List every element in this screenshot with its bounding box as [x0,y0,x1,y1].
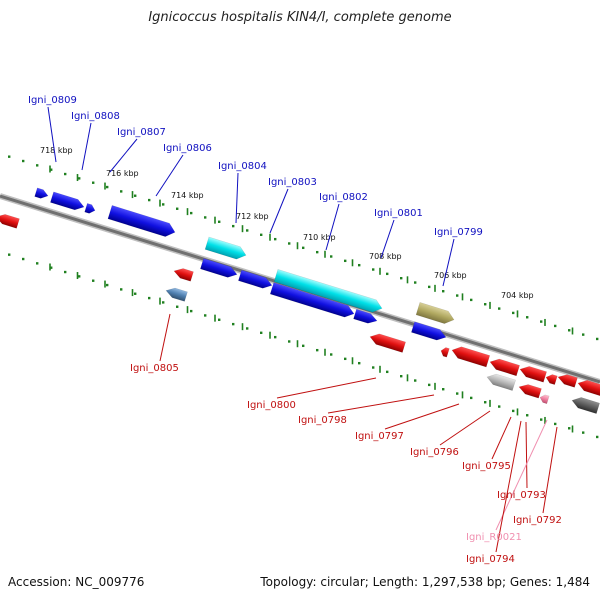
gene-label-forward[interactable]: Igni_0801 [374,208,423,219]
gene-arrow-reverse[interactable] [545,373,558,385]
gene-arrow-forward[interactable] [411,321,447,343]
label-leader [442,238,455,287]
gene-arrow-reverse[interactable] [570,395,600,414]
label-leader [380,219,395,259]
scale-label: 716 kbp [106,169,139,178]
gene-arrow-forward[interactable] [50,191,85,212]
label-leader [155,154,184,197]
label-leader [542,426,558,514]
gene-label-reverse[interactable]: Igni_0795 [462,461,511,472]
scale-label: 706 kbp [434,271,467,280]
gene-arrow-forward[interactable] [269,282,356,320]
gene-arrow-reverse[interactable] [0,212,20,229]
gene-label-forward[interactable]: Igni_0806 [163,143,212,154]
map-title: Ignicoccus hospitalis KIN4/I, complete g… [148,10,452,25]
gene-label-reverse[interactable]: Igni_0796 [410,447,459,458]
gene-label-forward[interactable]: Igni_0808 [71,111,120,122]
label-leader [439,410,491,446]
scale-label: 708 kbp [369,252,402,261]
label-leader [325,203,340,251]
label-leaders [47,106,558,553]
label-leader [495,420,522,553]
gene-arrow-reverse[interactable] [440,346,450,358]
gene-arrow-forward[interactable] [238,269,273,290]
gene-label-reverse[interactable]: Igni_0797 [355,431,404,442]
label-leader [235,172,239,224]
label-leader [491,416,512,460]
accession-text: Accession: NC_009776 [8,575,145,589]
gene-arrow-forward[interactable] [84,203,97,214]
label-leader [495,419,548,531]
gene-arrow-reverse[interactable] [165,286,188,302]
gene-arrow-reverse[interactable] [518,382,542,399]
gene-features [0,187,600,414]
gene-label-reverse[interactable]: Igni_0793 [497,490,546,501]
gene-label-forward[interactable]: Igni_0799 [434,227,483,238]
gene-label-reverse[interactable]: Igni_0805 [130,363,179,374]
gene-arrow-highlight[interactable] [204,236,248,262]
gene-arrow-reverse[interactable] [368,331,406,353]
label-leader [159,313,171,362]
gene-label-forward[interactable]: Igni_0804 [218,161,267,172]
tick-marks: 718 kbp 716 kbp 714 kbp 712 kbp 710 kbp 708 k… [8,146,599,439]
gene-labels: Igni_0809Igni_0808Igni_0807Igni_0806Igni… [28,95,562,565]
scale-label: 710 kbp [303,233,336,242]
label-leader [276,377,377,399]
gene-label-reverse[interactable]: Igni_0798 [298,415,347,426]
scale-label: 718 kbp [40,146,73,155]
gene-arrow-reverse[interactable] [173,266,194,282]
gene-label-forward[interactable]: Igni_0809 [28,95,77,106]
scale-label: 712 kbp [236,212,269,221]
gene-label-reverse[interactable]: Igni_R0021 [466,532,522,543]
gene-arrow-reverse[interactable] [557,372,578,388]
label-leader [47,106,57,163]
topology-summary: Topology: circular; Length: 1,297,538 bp… [260,575,590,589]
gene-label-reverse[interactable]: Igni_0794 [466,554,515,565]
gene-label-reverse[interactable]: Igni_0792 [513,515,562,526]
gene-arrow-reverse[interactable] [450,344,491,368]
label-leader [269,188,289,234]
gene-arrow-highlight[interactable] [273,269,384,314]
scale-label: 714 kbp [171,191,204,200]
gene-label-forward[interactable]: Igni_0807 [117,127,166,138]
gene-arrow-forward[interactable] [107,205,177,239]
label-leader [81,122,92,171]
gene-arrow-forward[interactable] [34,187,50,200]
gene-arrow-forward[interactable] [353,308,379,325]
gene-arrow-forward[interactable] [200,258,238,279]
label-leader [109,138,138,173]
gene-arrow-reverse[interactable] [576,378,600,397]
gene-label-forward[interactable]: Igni_0802 [319,192,368,203]
label-leader [384,403,460,430]
gene-label-forward[interactable]: Igni_0803 [268,177,317,188]
gene-label-reverse[interactable]: Igni_0800 [247,400,296,411]
scale-track-upper [8,155,599,341]
gene-arrow-forward[interactable] [415,302,456,326]
scale-label: 704 kbp [501,291,534,300]
label-leader [327,394,435,414]
gene-arrow-rna[interactable] [539,394,550,405]
scale-track-lower [8,253,599,439]
gene-arrow-reverse[interactable] [518,364,547,383]
gene-arrow-reverse[interactable] [485,372,516,391]
label-leader [525,421,528,489]
gene-arrow-reverse[interactable] [488,357,520,377]
